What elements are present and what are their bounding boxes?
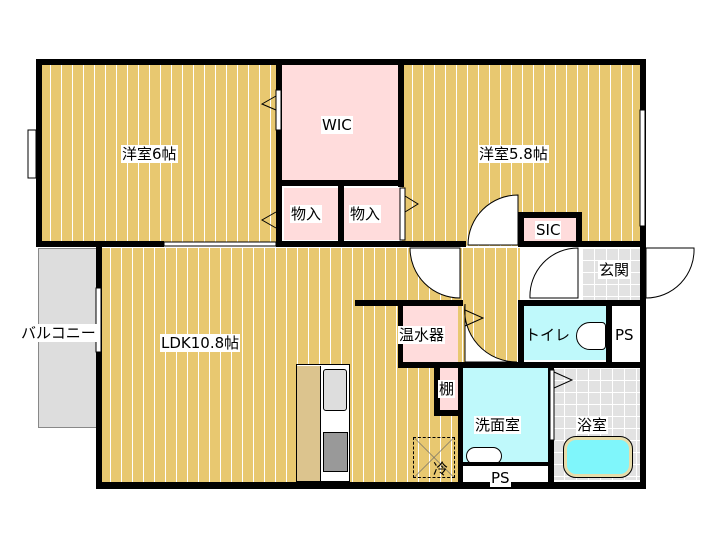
wall <box>606 300 612 368</box>
wall <box>576 212 582 246</box>
label-entrance: 玄関 <box>598 261 631 279</box>
label-sic: SIC <box>535 221 562 239</box>
label-western-6: 洋室6帖 <box>121 145 178 163</box>
stove-icon <box>323 432 348 472</box>
label-shelf: 棚 <box>438 380 456 398</box>
label-wic: WIC <box>321 116 353 134</box>
label-western-58: 洋室5.8帖 <box>478 145 549 163</box>
wall <box>434 410 462 416</box>
wall <box>518 212 582 218</box>
wall <box>398 59 404 187</box>
label-balcony: バルコニー <box>20 324 97 342</box>
wall <box>518 300 524 368</box>
wall <box>36 59 42 247</box>
label-bathroom: 浴室 <box>576 416 609 434</box>
wall <box>518 212 524 246</box>
bathtub-icon <box>563 436 633 478</box>
label-toilet: トイレ <box>525 326 571 344</box>
label-water-heater: 温水器 <box>398 326 446 344</box>
wall <box>434 362 440 416</box>
label-washroom: 洗面室 <box>474 416 522 434</box>
kitchen-worktop <box>297 366 321 481</box>
wall <box>36 241 164 247</box>
wall <box>458 362 463 488</box>
wall <box>36 59 646 65</box>
wall <box>96 482 646 489</box>
wall <box>276 59 282 247</box>
label-closet-1: 物入 <box>290 205 323 223</box>
wall <box>355 300 463 306</box>
label-ldk: LDK10.8帖 <box>160 334 241 352</box>
sink-icon <box>323 369 347 411</box>
fridge-space <box>413 437 455 478</box>
wall <box>276 241 466 247</box>
wall <box>338 184 344 244</box>
label-fridge: 冷 <box>433 460 449 478</box>
wall <box>518 241 646 247</box>
label-closet-2: 物入 <box>349 205 382 223</box>
wall <box>640 59 646 489</box>
wall <box>398 362 464 368</box>
label-ps-top: PS <box>614 326 635 344</box>
wall <box>96 245 102 489</box>
wall <box>518 300 646 306</box>
label-ps-bottom: PS <box>490 469 511 487</box>
toilet-icon <box>576 322 606 350</box>
wall <box>276 180 404 186</box>
wall <box>458 462 552 466</box>
